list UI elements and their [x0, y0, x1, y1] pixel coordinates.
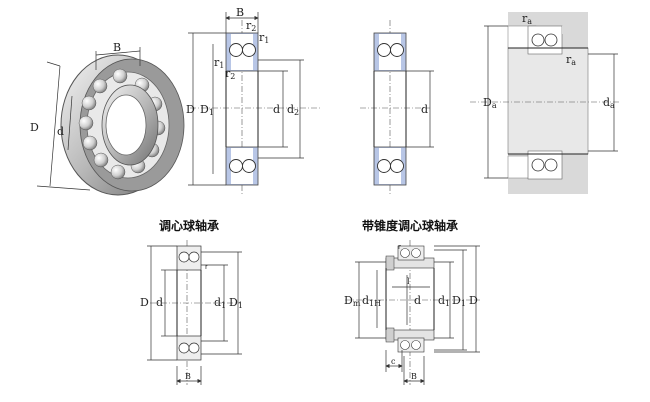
b2-d-label: d [414, 294, 421, 307]
bottom-right-section: l r Dm d1H d d1 D1 D c B [344, 240, 480, 385]
sec2-d-label: d [421, 103, 428, 116]
sec1-d-label: d [273, 103, 280, 116]
b2-r-label: r [398, 243, 401, 251]
sec3-ra-top: ra [522, 12, 532, 26]
b2-d1-label: d1 [438, 294, 450, 308]
b1-D-label: D [140, 296, 149, 309]
iso-B-label: B [113, 41, 121, 54]
iso-d-label: d [57, 125, 64, 138]
b1-D1-label: D1 [229, 296, 243, 310]
isometric-bearing: D d B [30, 41, 185, 196]
b2-d1H-label: d1H [362, 294, 381, 308]
bottom-left-section: D d d1 D1 r B [140, 240, 243, 385]
sec3-da-label: da [603, 96, 615, 110]
b2-B-label: B [411, 372, 417, 381]
caption-self-aligning-ball-bearing: 调心球轴承 [159, 218, 219, 233]
b2-c-label: c [391, 357, 396, 366]
sec3-ra-right: ra [566, 53, 576, 67]
b1-d1-label: d1 [214, 296, 226, 310]
section-view-sealed: d [360, 20, 434, 195]
b1-r-label: r [205, 263, 208, 271]
b2-D-label: D [469, 294, 478, 307]
sec1-D-label: D [186, 103, 195, 116]
b2-D1-label: D1 [452, 294, 466, 308]
sec1-r2-top: r2 [246, 19, 256, 33]
sec1-r1-top: r1 [259, 31, 269, 45]
sec1-D1-label: D1 [200, 103, 214, 117]
sec1-B-label: B [236, 6, 244, 19]
b1-B-label: B [185, 372, 191, 381]
sec1-r1-left: r1 [214, 56, 224, 70]
sec1-r2-left: r2 [225, 67, 235, 81]
sec3-Da-label: Da [483, 96, 497, 110]
section-view-dimensions: B r2 r1 r1 r2 D D1 d d2 [186, 6, 320, 195]
b1-d-label: d [156, 296, 163, 309]
b2-l-label: l [407, 277, 410, 286]
iso-D-dimension [49, 65, 61, 187]
section-view-abutment: ra ra Da da [470, 12, 620, 194]
iso-D-label: D [30, 121, 39, 134]
sec1-d2-label: d2 [287, 103, 299, 117]
caption-tapered-self-aligning-ball-bearing: 带锥度调心球轴承 [362, 218, 458, 233]
b2-Dm-label: Dm [344, 294, 361, 308]
